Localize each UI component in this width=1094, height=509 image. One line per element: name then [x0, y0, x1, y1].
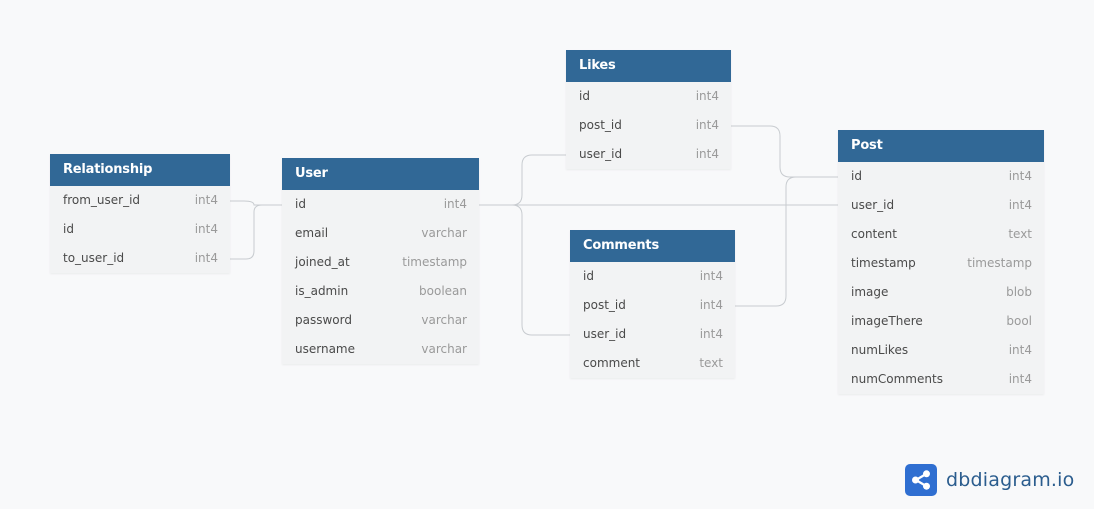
field-type: int4 [194, 251, 218, 265]
link-likes-post [731, 125, 838, 178]
field-name: image [851, 285, 889, 299]
field-type: int4 [443, 197, 467, 211]
field-row-relationship-from-user-id[interactable]: from_user_id int4 [50, 186, 230, 215]
field-row-comments-post-id[interactable]: post_id int4 [570, 291, 735, 320]
link-user-likes [479, 154, 566, 206]
table-user[interactable]: User id int4 email varchar joined_at tim… [282, 158, 479, 364]
field-row-user-joined-at[interactable]: joined_at timestamp [282, 248, 479, 277]
field-type: blob [1006, 285, 1032, 299]
field-row-comments-comment[interactable]: comment text [570, 349, 735, 378]
field-name: joined_at [295, 255, 350, 269]
link-comments-post [735, 176, 838, 307]
field-row-relationship-id[interactable]: id int4 [50, 215, 230, 244]
field-type: int4 [695, 89, 719, 103]
link-user-comments [479, 204, 570, 336]
field-type: int4 [1008, 198, 1032, 212]
brand-name: dbdiagram.io [946, 469, 1075, 491]
field-name: id [63, 222, 74, 236]
field-type: boolean [419, 284, 467, 298]
field-name: username [295, 342, 355, 356]
field-row-user-id[interactable]: id int4 [282, 190, 479, 219]
field-name: id [295, 197, 306, 211]
field-type: bool [1006, 314, 1032, 328]
field-type: varchar [421, 226, 467, 240]
field-type: int4 [695, 118, 719, 132]
table-header-comments[interactable]: Comments [570, 230, 735, 262]
table-comments[interactable]: Comments id int4 post_id int4 user_id in… [570, 230, 735, 378]
field-name: comment [583, 356, 641, 370]
field-type: text [1008, 227, 1032, 241]
field-row-post-image[interactable]: image blob [838, 278, 1044, 307]
field-row-post-timestamp[interactable]: timestamp timestamp [838, 249, 1044, 278]
field-type: int4 [699, 269, 723, 283]
field-type: int4 [194, 222, 218, 236]
field-row-user-username[interactable]: username varchar [282, 335, 479, 364]
field-name: content [851, 227, 897, 241]
field-name: from_user_id [63, 193, 141, 207]
field-name: timestamp [851, 256, 916, 270]
field-row-likes-id[interactable]: id int4 [566, 82, 731, 111]
field-type: timestamp [402, 255, 467, 269]
field-row-user-is-admin[interactable]: is_admin boolean [282, 277, 479, 306]
field-type: int4 [194, 193, 218, 207]
field-type: timestamp [967, 256, 1032, 270]
field-name: post_id [579, 118, 622, 132]
field-type: int4 [1008, 343, 1032, 357]
field-row-user-password[interactable]: password varchar [282, 306, 479, 335]
table-likes[interactable]: Likes id int4 post_id int4 user_id int4 [566, 50, 731, 169]
field-row-comments-user-id[interactable]: user_id int4 [570, 320, 735, 349]
field-name: user_id [851, 198, 895, 212]
field-name: to_user_id [63, 251, 125, 265]
field-row-relationship-to-user-id[interactable]: to_user_id int4 [50, 244, 230, 273]
table-header-likes[interactable]: Likes [566, 50, 731, 82]
field-name: id [579, 89, 590, 103]
field-type: int4 [1008, 169, 1032, 183]
field-name: numComments [851, 372, 943, 386]
field-name: email [295, 226, 329, 240]
field-type: int4 [1008, 372, 1032, 386]
table-relationship[interactable]: Relationship from_user_id int4 id int4 t… [50, 154, 230, 273]
field-type: int4 [699, 298, 723, 312]
link-relationship-to-user [230, 204, 282, 260]
field-row-post-num-comments[interactable]: numComments int4 [838, 365, 1044, 394]
field-row-post-user-id[interactable]: user_id int4 [838, 191, 1044, 220]
field-type: int4 [695, 147, 719, 161]
field-row-post-id[interactable]: id int4 [838, 162, 1044, 191]
field-type: varchar [421, 342, 467, 356]
table-post[interactable]: Post id int4 user_id int4 content text t… [838, 130, 1044, 394]
field-row-post-image-there[interactable]: imageThere bool [838, 307, 1044, 336]
field-type: varchar [421, 313, 467, 327]
table-header-relationship[interactable]: Relationship [50, 154, 230, 186]
field-name: user_id [583, 327, 627, 341]
link-relationship-from-user [230, 200, 282, 206]
field-type: int4 [699, 327, 723, 341]
brand-watermark[interactable]: dbdiagram.io [905, 464, 1074, 496]
table-header-user[interactable]: User [282, 158, 479, 190]
field-type: text [699, 356, 723, 370]
field-name: id [583, 269, 594, 283]
share-nodes-icon [905, 464, 937, 496]
field-name: post_id [583, 298, 626, 312]
field-name: is_admin [295, 284, 349, 298]
table-header-post[interactable]: Post [838, 130, 1044, 162]
field-name: id [851, 169, 862, 183]
field-name: user_id [579, 147, 623, 161]
field-name: numLikes [851, 343, 909, 357]
field-row-post-num-likes[interactable]: numLikes int4 [838, 336, 1044, 365]
field-row-likes-user-id[interactable]: user_id int4 [566, 140, 731, 169]
field-name: password [295, 313, 352, 327]
field-row-post-content[interactable]: content text [838, 220, 1044, 249]
field-row-comments-id[interactable]: id int4 [570, 262, 735, 291]
field-row-likes-post-id[interactable]: post_id int4 [566, 111, 731, 140]
field-name: imageThere [851, 314, 923, 328]
field-row-user-email[interactable]: email varchar [282, 219, 479, 248]
